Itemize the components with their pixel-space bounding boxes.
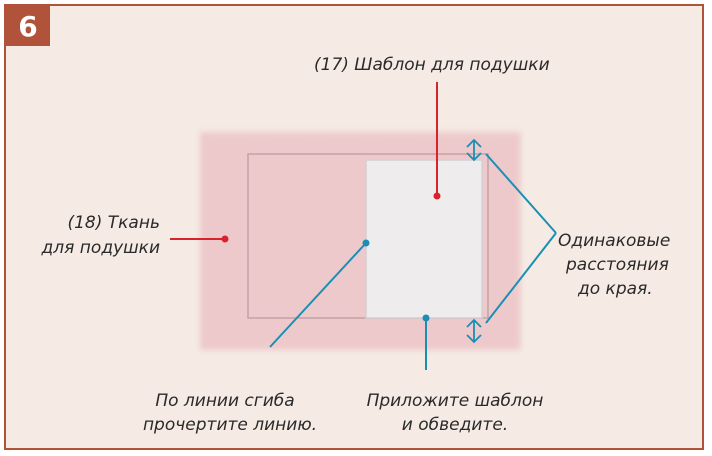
fold-leader-line <box>269 242 367 348</box>
fabric-label-line1: (18) Ткань <box>67 213 160 233</box>
fold-label-line2: прочертите линию. <box>142 415 318 435</box>
equal-distance-leader-top <box>485 153 557 234</box>
fabric-label-line2: для подушки <box>41 238 160 258</box>
template-leader-dot <box>433 192 441 200</box>
trace-label-line1: Приложите шаблон <box>366 391 544 411</box>
fold-label-line1: По линии сгиба <box>155 391 295 411</box>
fabric-leader-dot <box>221 235 229 243</box>
equal-distance-label-line1: Одинаковые <box>558 231 671 251</box>
double-arrow-icon <box>466 318 482 344</box>
equal-distance-label-line3: до края. <box>578 279 653 299</box>
equal-distance-leader-bottom <box>485 232 557 324</box>
trace-label-line2: и обведите. <box>401 415 509 435</box>
step-number-badge: 6 <box>6 6 50 46</box>
trace-leader-dot <box>422 314 430 322</box>
double-arrow-icon <box>466 138 482 162</box>
template-label: (17) Шаблон для подушки <box>314 55 550 75</box>
equal-distance-label-line2: расстояния <box>566 255 669 275</box>
fold-leader-dot <box>362 239 370 247</box>
pillow-template <box>365 159 483 319</box>
